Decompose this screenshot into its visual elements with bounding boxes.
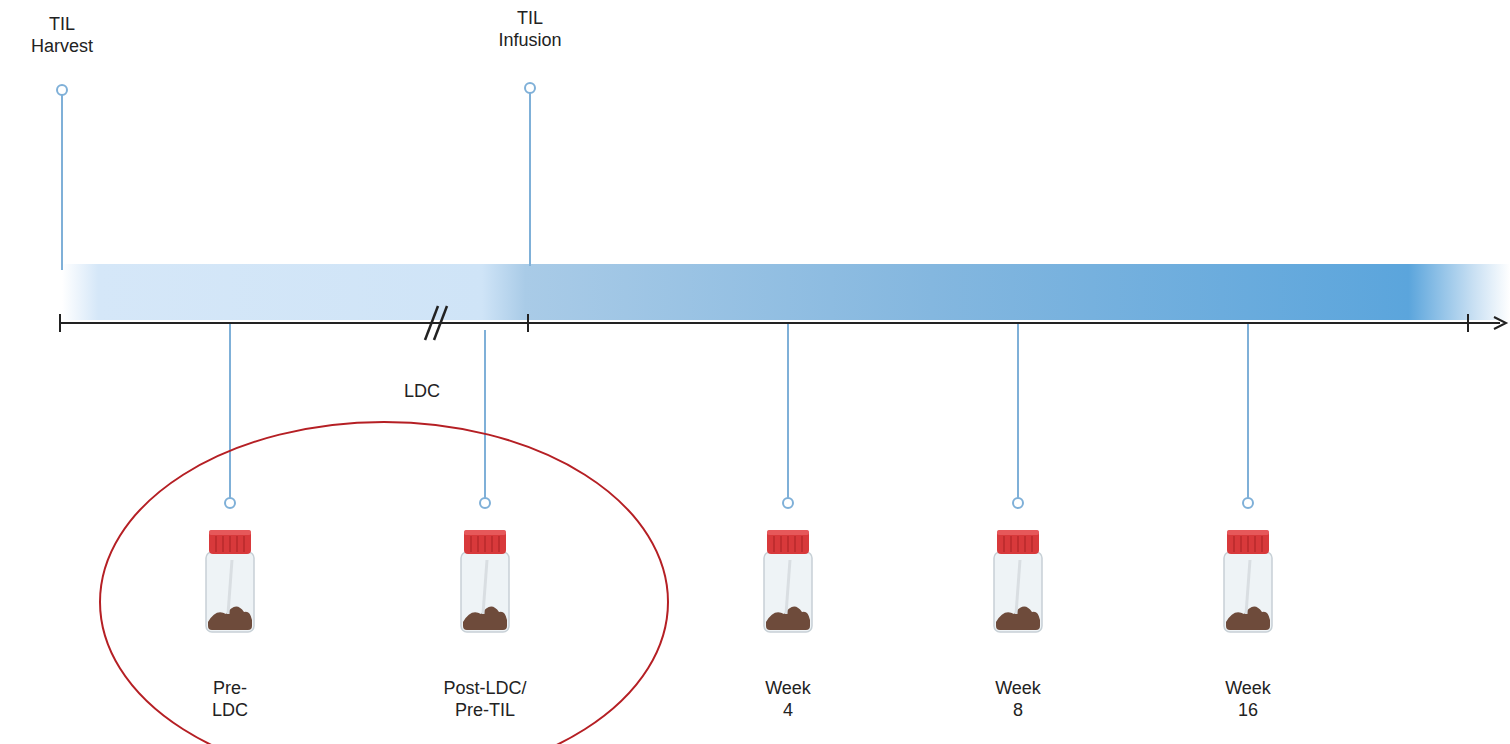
timeline-axis [60,314,1506,332]
timeline-label: Pre- LDC [200,678,260,721]
sample-pins [225,324,1253,508]
timeline-label: Week 16 [1219,678,1277,721]
event-pins [57,83,535,270]
axis-break [425,306,448,340]
timeline-label: LDC [392,381,452,403]
timeline-label: Week 4 [759,678,817,721]
timeline-label: Post-LDC/ Pre-TIL [433,678,537,721]
timeline-label: TIL Infusion [488,8,572,51]
timeline-label: TIL Harvest [23,14,101,57]
sample-jars [206,530,1272,632]
timeline-label: Week 8 [989,678,1047,721]
highlight-ellipse [100,422,668,744]
timeline-band [62,264,1510,320]
